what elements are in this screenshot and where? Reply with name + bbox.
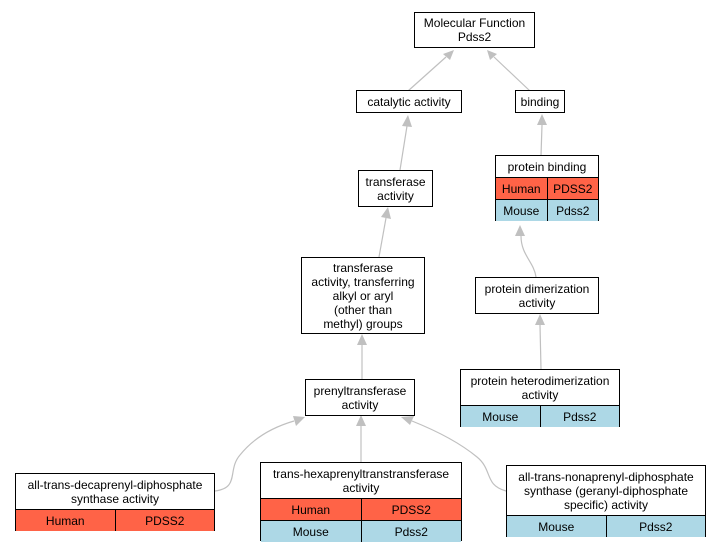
species-cell: Human <box>501 181 541 196</box>
species-cell: Human <box>45 513 85 528</box>
node-prenyltransferase-activity[interactable]: prenyltransferase activity <box>305 379 415 416</box>
node-hexaprenyltranstransferase[interactable]: trans-hexaprenyltranstransferase activit… <box>260 462 462 542</box>
node-nonaprenyl-diphosphate-synthase-title: all-trans-nonaprenyl-diphosphate synthas… <box>518 469 694 512</box>
gene-row-human: Human PDSS2 <box>261 498 461 520</box>
gene-row-mouse: Mouse Pdss2 <box>507 515 705 537</box>
arrowhead-binding <box>537 114 547 125</box>
node-transferase-activity[interactable]: transferase activity <box>358 170 433 207</box>
gene-row-mouse: Mouse Pdss2 <box>461 405 619 427</box>
node-protein-binding-title: protein binding <box>507 159 587 174</box>
species-cell: Human <box>291 502 331 517</box>
node-transferase-transferring-title: transferase activity, transferring alkyl… <box>311 260 415 331</box>
node-protein-binding[interactable]: protein binding Human PDSS2 Mouse Pdss2 <box>495 155 599 221</box>
node-catalytic-activity[interactable]: catalytic activity <box>356 90 462 113</box>
node-protein-heterodimerization-activity-title: protein heterodimerization activity <box>470 373 610 402</box>
node-molecular-function-title: Molecular Function Pdss2 <box>423 16 526 44</box>
gene-row-human: Human PDSS2 <box>16 509 214 531</box>
arrowhead-prenyl-center <box>356 415 366 426</box>
node-transferase-activity-title: transferase activity <box>365 174 426 203</box>
node-hexaprenyltranstransferase-title: trans-hexaprenyltranstransferase activit… <box>272 466 450 495</box>
edge-transferring-to-transferase <box>378 217 387 258</box>
arrowhead-mf-right <box>487 50 497 60</box>
arrowhead-mf-left <box>443 50 454 60</box>
gene-cell: Pdss2 <box>360 521 462 542</box>
species-cell: Mouse <box>503 203 540 218</box>
node-protein-dimerization-activity-title: protein dimerization activity <box>484 281 590 310</box>
arrowhead-transferring <box>357 334 367 345</box>
edge-catalytic-to-mf <box>407 56 447 92</box>
species-cell: Mouse <box>482 409 519 424</box>
node-transferase-transferring[interactable]: transferase activity, transferring alkyl… <box>301 257 425 334</box>
edge-protein-binding-to-binding <box>540 124 543 157</box>
node-prenyltransferase-activity-title: prenyltransferase activity <box>313 383 407 412</box>
edge-binding-to-mf <box>493 56 531 92</box>
gene-row-human: Human PDSS2 <box>496 177 598 199</box>
node-molecular-function[interactable]: Molecular Function Pdss2 <box>414 12 535 48</box>
species-cell: Mouse <box>292 524 329 539</box>
gene-cell: Pdss2 <box>539 406 620 427</box>
node-protein-heterodimerization-activity[interactable]: protein heterodimerization activity Mous… <box>460 369 620 427</box>
node-catalytic-activity-title: catalytic activity <box>367 94 451 109</box>
node-binding-title: binding <box>520 94 560 109</box>
gene-cell: Pdss2 <box>605 516 706 537</box>
edge-heterodimerization-to-dimerization <box>539 324 542 370</box>
arrowhead-dimerization <box>535 314 545 325</box>
node-protein-dimerization-activity[interactable]: protein dimerization activity <box>475 277 599 314</box>
node-nonaprenyl-diphosphate-synthase[interactable]: all-trans-nonaprenyl-diphosphate synthas… <box>506 465 706 537</box>
arrowhead-transferase <box>381 207 391 219</box>
edge-dimerization-to-protein-binding <box>520 235 537 278</box>
gene-cell: PDSS2 <box>114 510 215 531</box>
node-decaprenyl-diphosphate-synthase-title: all-trans-decaprenyl-diphosphate synthas… <box>27 477 203 506</box>
gene-row-mouse: Mouse Pdss2 <box>496 199 598 221</box>
edge-nonaprenyl-to-prenyl <box>411 420 507 492</box>
gene-cell: Pdss2 <box>546 200 599 221</box>
gene-row-mouse: Mouse Pdss2 <box>261 520 461 542</box>
edge-decaprenyl-to-prenyl <box>214 420 295 492</box>
arrowhead-prenyl-right <box>401 416 414 425</box>
node-decaprenyl-diphosphate-synthase[interactable]: all-trans-decaprenyl-diphosphate synthas… <box>15 473 215 531</box>
edge-transferase-to-catalytic <box>399 125 408 171</box>
gene-cell: PDSS2 <box>546 178 599 199</box>
arrowhead-prenyl-left <box>293 416 305 426</box>
node-binding[interactable]: binding <box>515 90 565 113</box>
species-cell: Mouse <box>538 519 575 534</box>
arrowhead-catalytic <box>402 115 412 127</box>
gene-cell: PDSS2 <box>360 499 462 520</box>
arrowhead-protein-binding <box>515 225 525 236</box>
